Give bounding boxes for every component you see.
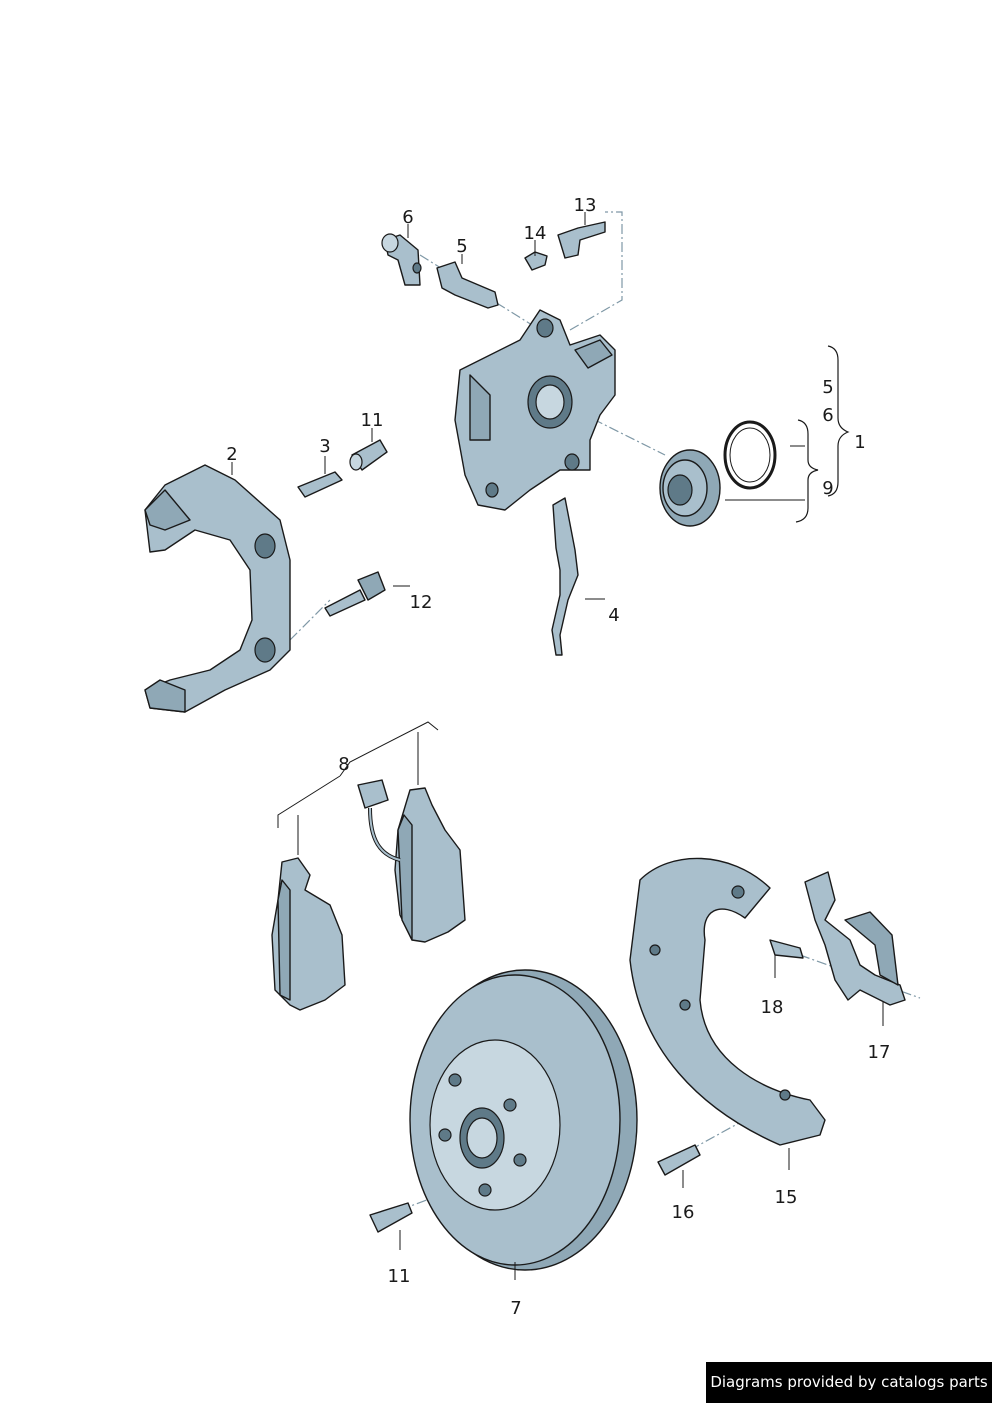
cap-11 [349, 439, 388, 471]
bolt-18 [769, 939, 804, 959]
callout-12: 12 [410, 592, 433, 613]
callout-14: 14 [524, 223, 547, 244]
brake-pad-right [394, 787, 466, 943]
callout-8: 8 [338, 754, 349, 775]
bolt-11-lower [369, 1202, 413, 1233]
brake-disc [409, 969, 638, 1271]
leader-lines [231, 212, 884, 1280]
callout-11-pin: 11 [361, 410, 384, 431]
bracket-17 [804, 871, 906, 1006]
wear-sensor [357, 779, 401, 862]
brake-caliper-housing [454, 309, 616, 511]
bolt-12 [324, 571, 386, 617]
callout-15: 15 [775, 1187, 798, 1208]
brake-carrier [144, 464, 291, 713]
seal-ring [723, 420, 777, 490]
wheel-bearing [659, 449, 721, 527]
guide-pin-3 [297, 471, 343, 498]
callout-9: 9 [822, 478, 833, 499]
bolt-14 [524, 251, 548, 271]
callout-3: 3 [319, 436, 330, 457]
bolt-16 [657, 1144, 701, 1176]
callout-1: 1 [854, 432, 865, 453]
spring-clip-4 [551, 497, 579, 656]
credit-banner[interactable]: Diagrams provided by catalogs parts [706, 1362, 992, 1403]
group-braces [795, 345, 850, 523]
callout-7: 7 [510, 1298, 521, 1319]
callout-5-top: 5 [456, 236, 467, 257]
callout-4: 4 [608, 605, 619, 626]
bleeder-screw-5 [436, 261, 499, 309]
callout-labels: 6 5 14 13 11 3 2 12 4 5 6 9 1 8 18 17 16… [226, 195, 890, 1319]
callout-6-top: 6 [402, 207, 413, 228]
callout-5-group: 5 [822, 377, 833, 398]
callout-18: 18 [761, 997, 784, 1018]
callout-6-group: 6 [822, 405, 833, 426]
callout-16: 16 [672, 1202, 695, 1223]
callout-17: 17 [868, 1042, 891, 1063]
callout-2: 2 [226, 444, 237, 465]
splash-shield [629, 857, 826, 1146]
callout-13: 13 [574, 195, 597, 216]
bracket-13 [557, 221, 606, 259]
callout-11-bolt: 11 [388, 1266, 411, 1287]
cap-part-6 [381, 233, 422, 286]
brake-pad-left [271, 857, 346, 1011]
